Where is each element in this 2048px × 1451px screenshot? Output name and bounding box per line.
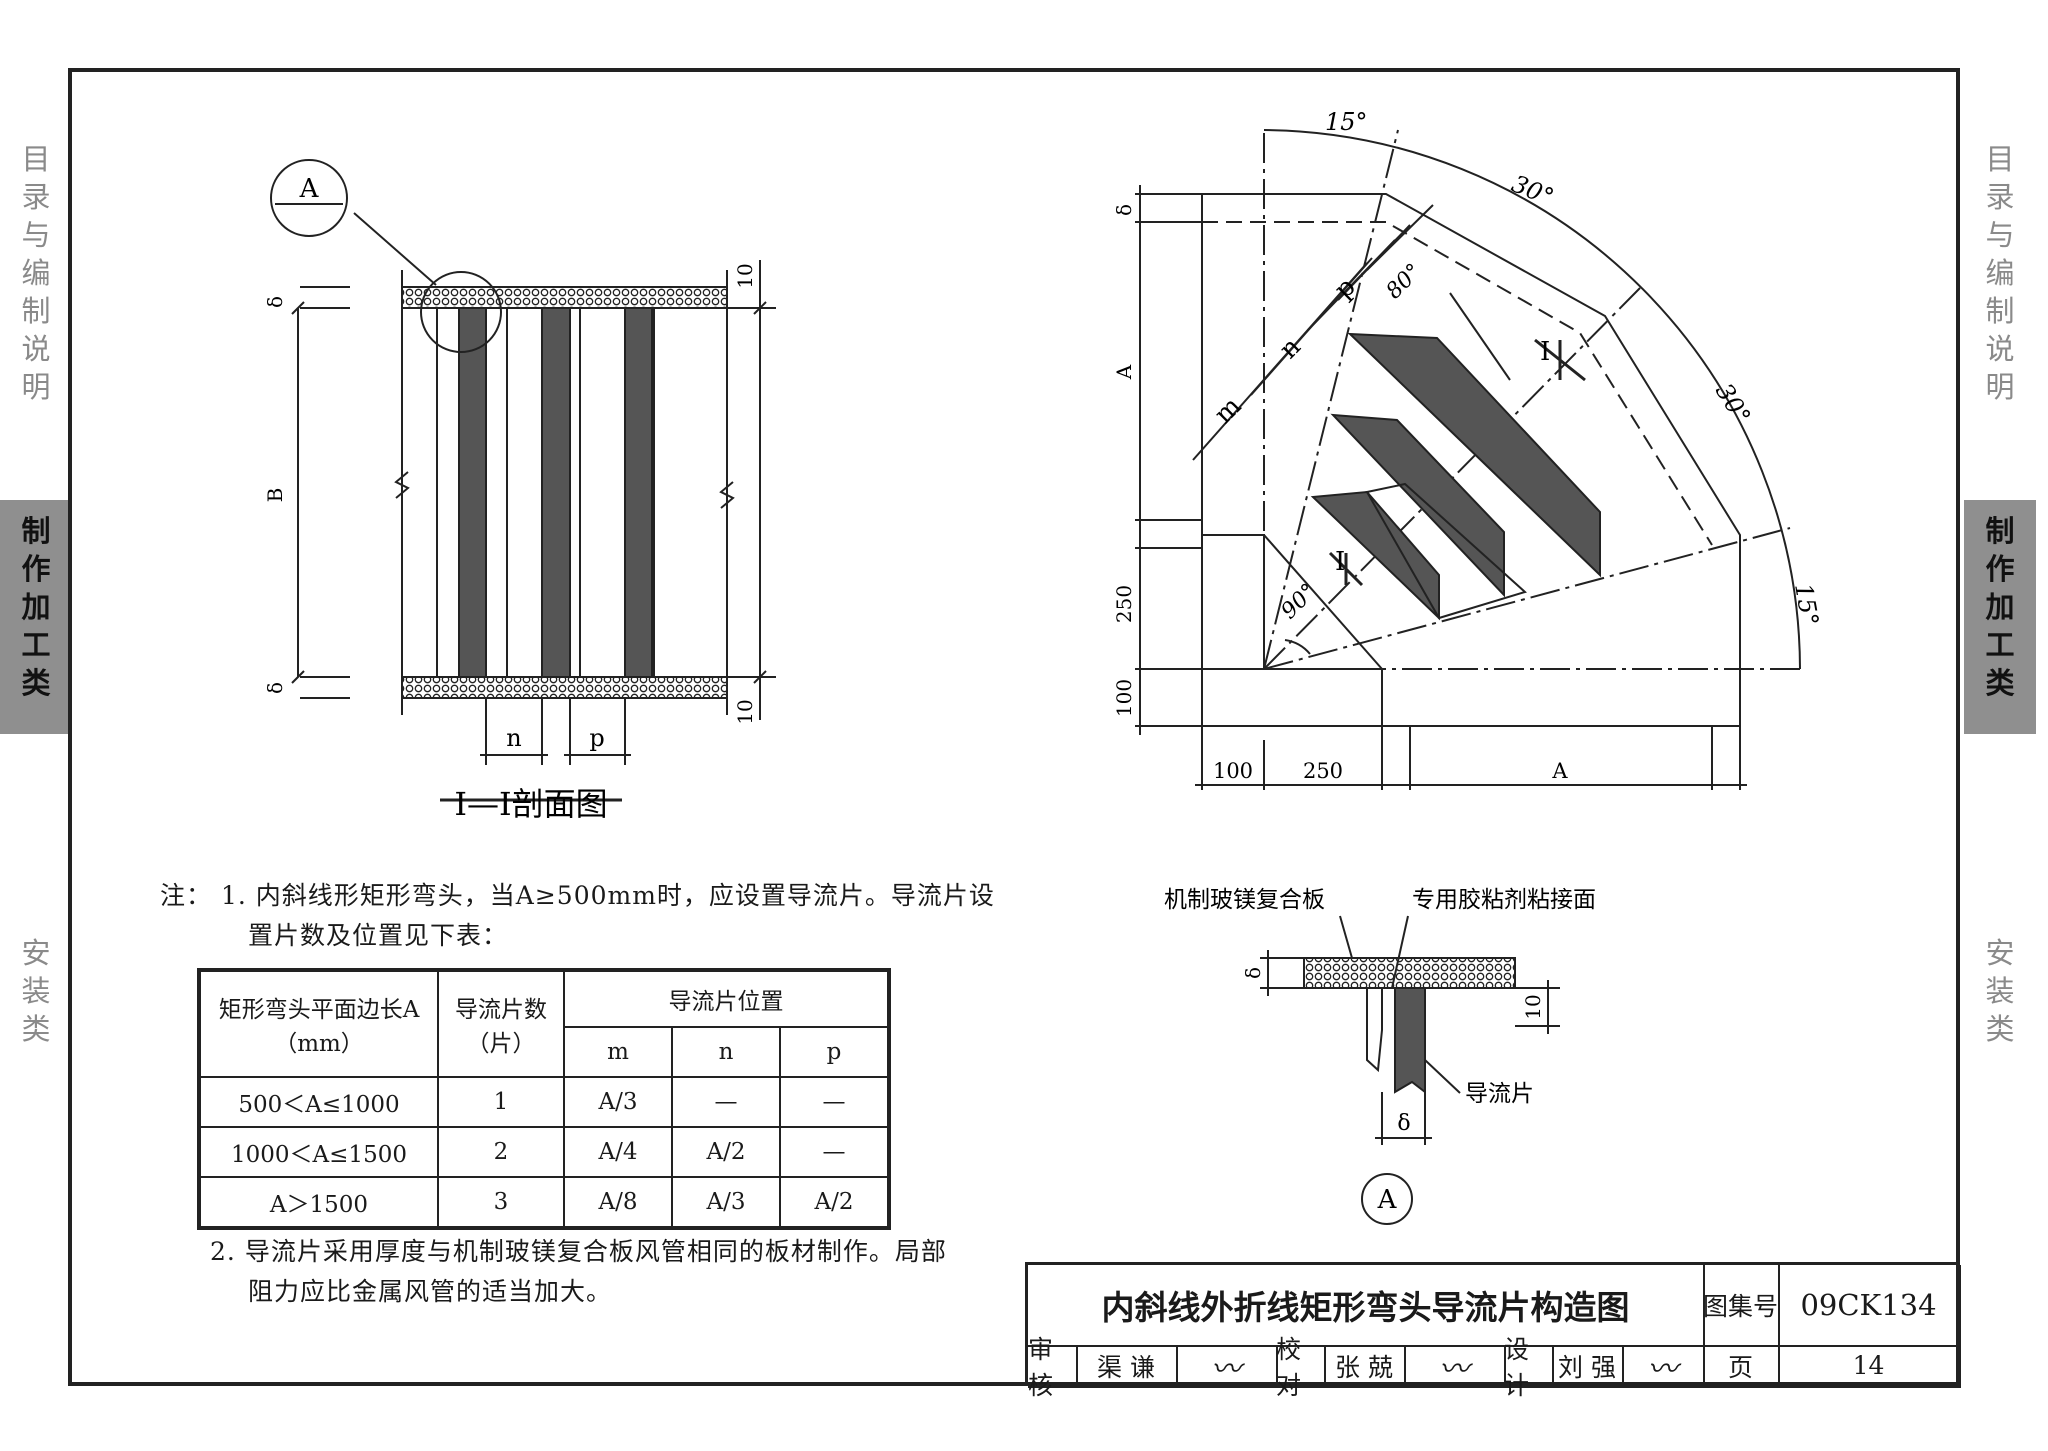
elbow-dim-a-left: A [1112,364,1136,380]
elbow-dim-delta: δ [1112,204,1136,216]
guide-vane [541,307,571,678]
detail-label-glue: 专用胶粘剂粘接面 [1412,887,1596,913]
nav-group-catalog-right[interactable]: 目录与编制说明 [1985,142,2015,404]
detail-label-board: 机制玻镁复合板 [1164,887,1325,913]
check-label: 校对 [1276,1335,1326,1400]
checker-name: 张 兢 [1324,1345,1406,1388]
reviewer-name: 渠 谦 [1076,1345,1178,1388]
left-side-nav: 目录与编制说明 制作加工类 安装类 [0,140,72,1048]
note-prefix: 注： [160,881,213,910]
atlas-label: 图集号 [1703,1265,1780,1347]
section-dim-p: p [589,724,604,752]
note-2-line1: 导流片采用厚度与机制玻镁复合板风管相同的板材制作。局部 [244,1237,947,1266]
detail-view [1260,915,1560,1225]
section-mark-lower: Ⅰ [1335,547,1345,577]
vane-table: 矩形弯头平面边长A（mm） 导流片数（片） 导流片位置 m n p 500＜A≤… [197,968,891,1230]
nav-group-installation[interactable]: 安装类 [21,936,51,1046]
nav-group-fabrication[interactable]: 制作加工类 [0,500,72,734]
detail-callout-label: A [1377,1185,1398,1215]
top-board [401,286,728,309]
table-header-position: 导流片位置 [563,969,890,1028]
table-header-side: 矩形弯头平面边长A（mm） [198,969,439,1078]
note-1-num: 1. [220,881,247,910]
detail-dim-delta-left: δ [1241,967,1265,979]
vane-dim-m: m [1209,391,1248,430]
callout-a-label: A [299,174,320,204]
elbow-dim-100-bottom: 100 [1213,759,1253,783]
table-header-m: m [563,1026,673,1078]
note-1: 注： 1. 内斜线形矩形弯头，当A≥500mm时，应设置导流片。导流片设 [160,876,995,916]
designer-name: 刘 强 [1552,1345,1624,1388]
nav-group-catalog[interactable]: 目录与编制说明 [21,142,51,404]
section-dim-n: n [506,724,521,752]
section-mark-upper: Ⅰ [1540,337,1550,367]
detail-dim-10: 10 [1521,994,1545,1019]
elbow-dim-100-left: 100 [1112,679,1136,717]
angle-80: 80° [1382,259,1427,304]
elbow-dim-a-bottom: A [1551,759,1568,783]
elbow-dim-250-left: 250 [1112,585,1136,623]
atlas-number: 09CK134 [1778,1265,1961,1347]
review-label: 审核 [1028,1335,1078,1400]
section-view [270,159,776,802]
bottom-board [401,676,728,699]
section-dim-b: B [263,488,287,503]
note-2-num: 2. [210,1237,236,1266]
table-header-n: n [671,1026,781,1078]
angle-15-top: 15° [1325,108,1368,136]
detail-dim-delta-bottom: δ [1397,1111,1410,1136]
section-dim-10-top: 10 [733,263,757,288]
table-header-p: p [779,1026,890,1078]
drawing-title: 内斜线外折线矩形弯头导流片构造图 [1028,1265,1705,1347]
section-dim-delta-bottom: δ [263,682,287,694]
nav-group-fabrication-right[interactable]: 制作加工类 [1964,500,2036,734]
note-1-line1: 内斜线形矩形弯头，当A≥500mm时，应设置导流片。导流片设 [255,881,995,910]
page-label: 页 [1703,1345,1780,1388]
section-title: Ⅰ—Ⅰ剖面图 [454,785,607,823]
note-1-line2: 置片数及位置见下表： [248,921,509,950]
callout-a-symbol [270,159,348,237]
guide-vane [458,307,487,678]
design-label: 设计 [1504,1335,1554,1400]
angle-30-b: 30° [1710,378,1756,429]
page-number: 14 [1778,1345,1961,1388]
elbow-dim-250-bottom: 250 [1303,759,1343,783]
nav-group-installation-right[interactable]: 安装类 [1985,936,2015,1046]
drawing-frame [68,68,1960,1386]
note-2-line2: 阻力应比金属风管的适当加大。 [248,1277,613,1306]
table-header-count: 导流片数（片） [437,969,565,1078]
guide-vane [624,307,653,678]
detail-label-vane: 导流片 [1465,1081,1534,1107]
section-dim-10-bottom: 10 [733,699,757,724]
detail-a-callout [1361,1173,1413,1225]
checker-signature: 〰 [1404,1345,1506,1388]
notes-block-2: 2. 导流片采用厚度与机制玻镁复合板风管相同的板材制作。局部 阻力应比金属风管的… [210,1232,947,1312]
angle-15-right: 15° [1789,581,1824,628]
designer-signature: 〰 [1622,1345,1705,1388]
notes-block: 注： 1. 内斜线形矩形弯头，当A≥500mm时，应设置导流片。导流片设 置片数… [160,876,995,956]
title-block: 内斜线外折线矩形弯头导流片构造图 图集号 09CK134 审核 渠 谦 〰 校对… [1025,1262,1961,1400]
detail-callout-circle [420,271,502,353]
right-side-nav: 目录与编制说明 制作加工类 安装类 [1964,140,2036,1048]
section-dim-delta: δ [263,296,287,308]
reviewer-signature: 〰 [1176,1345,1278,1388]
angle-30-a: 30° [1508,170,1558,212]
elbow-view [1135,129,1801,790]
